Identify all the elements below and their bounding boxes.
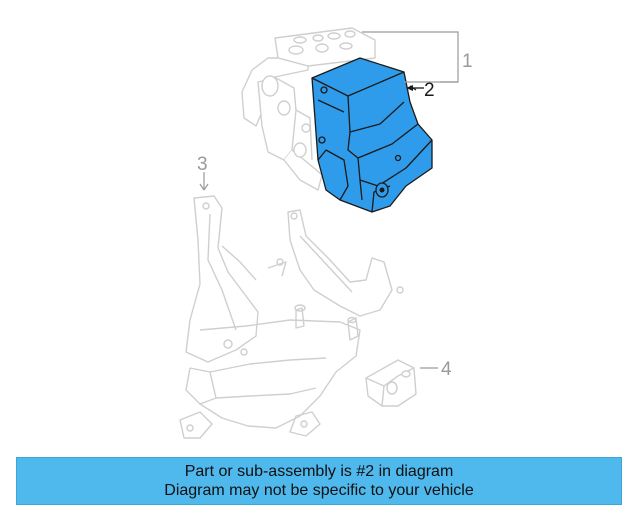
callout-2-leader [406,85,424,91]
abs-control-module-drawing [311,57,433,213]
abs-hydraulic-unit-drawing [241,27,376,191]
callout-3: 3 [197,154,208,175]
callout-1: 1 [462,51,473,72]
info-banner: Part or sub-assembly is #2 in diagram Di… [16,457,622,505]
callout-4: 4 [441,359,452,380]
callout-2: 2 [424,80,435,101]
banner-line-1: Part or sub-assembly is #2 in diagram [184,463,454,480]
callout-leaders [199,31,459,369]
insulator-drawing [365,359,417,407]
parts-diagram: 1 2 3 4 [179,27,473,439]
mounting-bracket-drawing [179,195,404,439]
banner-line-2: Diagram may not be specific to your vehi… [164,482,474,499]
